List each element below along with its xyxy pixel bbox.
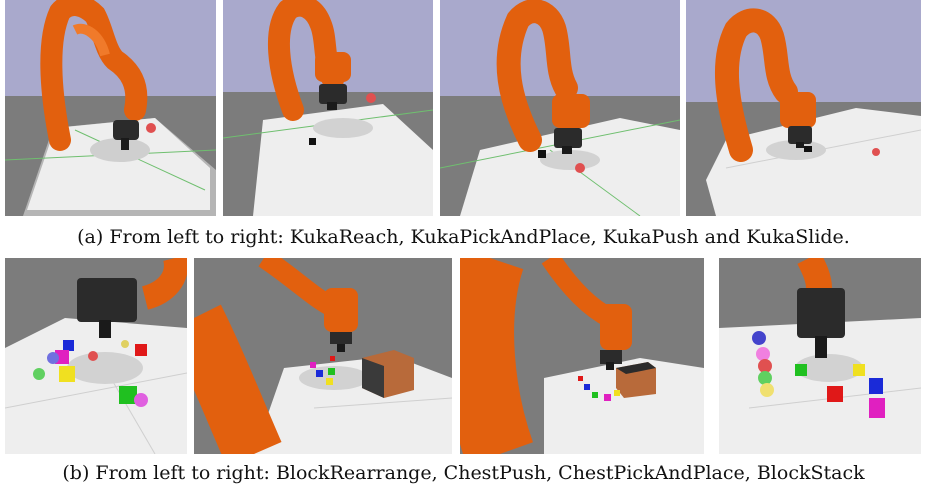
kuka-push-scene	[440, 0, 680, 216]
panel-kuka-slide	[686, 0, 921, 216]
panel-kuka-pick-and-place	[223, 0, 433, 216]
panel-block-rearrange	[5, 258, 187, 454]
kuka-slide-scene	[686, 0, 921, 216]
panel-kuka-push	[440, 0, 680, 216]
panel-block-stack	[719, 258, 921, 454]
chest-pick-and-place-scene	[460, 258, 704, 454]
block-stack-scene	[719, 258, 921, 454]
caption-bottom: (b) From left to right: BlockRearrange, …	[62, 462, 865, 484]
caption-top: (a) From left to right: KukaReach, KukaP…	[77, 226, 850, 248]
kuka-pick-and-place-scene	[223, 0, 433, 216]
kuka-reach-scene	[5, 0, 216, 216]
panel-chest-push	[194, 258, 452, 454]
panel-chest-pick-and-place	[460, 258, 704, 454]
panel-kuka-reach	[5, 0, 216, 216]
chest-push-scene	[194, 258, 452, 454]
block-rearrange-scene	[5, 258, 187, 454]
